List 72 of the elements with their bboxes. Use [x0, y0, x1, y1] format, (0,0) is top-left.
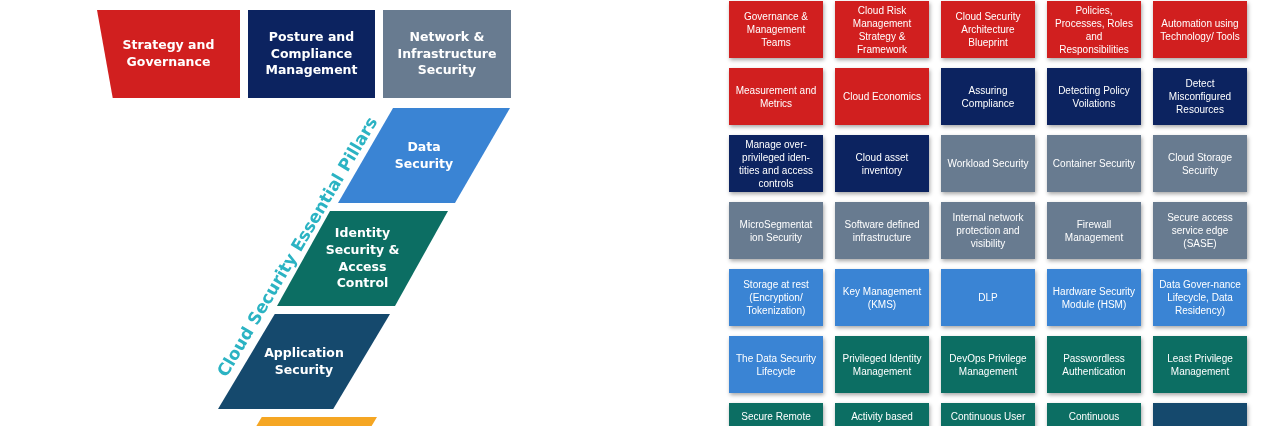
block-label: Cloud Storage Security	[1167, 150, 1233, 177]
topic-tile	[1047, 269, 1141, 326]
block-label: Internal network protection and visibility	[951, 211, 1025, 250]
topic-tile	[941, 1, 1035, 58]
block-label: DevOps Privilege Management	[948, 351, 1028, 378]
block-label: Policies, Processes, Roles and Responsibilities	[1054, 3, 1134, 56]
block-label: Secure access service edge (SASE)	[1166, 211, 1234, 250]
topic-tile	[729, 135, 823, 192]
topic-tile	[1153, 336, 1247, 393]
block-label: Firewall Management	[1063, 217, 1125, 244]
topic-tile	[835, 68, 929, 125]
topic-tile	[835, 336, 929, 393]
block-label: Data Gover-nance Lifecycle, Data Residency)	[1158, 278, 1242, 317]
topic-tile	[729, 1, 823, 58]
topic-tile	[835, 1, 929, 58]
block-label: Cloud asset inventory	[854, 150, 910, 177]
block-label: Cloud Security Architecture Blueprint	[954, 10, 1022, 49]
topic-tile	[835, 269, 929, 326]
block-label: Network & Infrastructure Security	[396, 28, 498, 80]
topic-tile	[1153, 269, 1247, 326]
topic-tile	[1047, 336, 1141, 393]
topic-tile	[1153, 135, 1247, 192]
block-label: Privileged Identity Management	[841, 351, 923, 378]
topic-tile	[941, 68, 1035, 125]
pillar-block	[248, 10, 375, 98]
block-label: Assuring Compliance	[960, 83, 1016, 110]
block-label: Application Security	[263, 344, 345, 379]
block-label: Manage over-privileged iden-tities and access controls	[738, 137, 814, 190]
topic-tile	[729, 202, 823, 259]
topic-tile	[1153, 68, 1247, 125]
block-label: Detecting Policy Voilations	[1057, 83, 1131, 110]
topic-tile	[729, 336, 823, 393]
block-label: The Data Security Lifecycle	[734, 351, 817, 378]
block-label: Data Security	[393, 138, 455, 173]
topic-tile	[1153, 202, 1247, 259]
topic-tile	[729, 269, 823, 326]
block-label: Software defined infrastructure	[843, 217, 921, 244]
topic-tile	[729, 68, 823, 125]
block-label: Container Security	[1052, 157, 1136, 170]
topic-tile	[1047, 202, 1141, 259]
block-label: Hardware Security Module (HSM)	[1051, 284, 1137, 311]
block-label: Secure Remote	[741, 410, 811, 423]
block-label: Governance & Management Teams	[743, 10, 809, 49]
block-label: Continuous	[1068, 410, 1120, 423]
block-label: Workload Security	[947, 157, 1029, 170]
block-label: Detect Misconfigured Resources	[1167, 77, 1233, 116]
block-label: Continuous User	[950, 410, 1026, 423]
topic-tile	[941, 135, 1035, 192]
block-label: MicroSegmentat ion Security	[738, 217, 814, 244]
pillar-block	[97, 10, 240, 98]
block-label: Strategy and Governance	[121, 37, 216, 71]
topic-tile	[835, 135, 929, 192]
topic-tile	[941, 269, 1035, 326]
topic-tile	[835, 202, 929, 259]
block-label: Activity based	[851, 410, 913, 423]
topic-tile	[941, 202, 1035, 259]
pillar-block	[383, 10, 511, 98]
block-label: Automation using Technology/ Tools	[1159, 16, 1241, 43]
block-label: Key Management (KMS)	[841, 284, 923, 311]
topic-tile	[1047, 135, 1141, 192]
block-label: Cloud Risk Management Strategy & Framework	[851, 3, 913, 56]
topic-tile	[1047, 1, 1141, 58]
block-label: Passwordless Authentication	[1061, 351, 1127, 378]
topic-tile	[941, 336, 1035, 393]
topic-tile	[1047, 68, 1141, 125]
block-label: Posture and Compliance Management	[264, 28, 359, 80]
block-label: Measurement and Metrics	[734, 83, 818, 110]
block-label: Storage at rest (Encryption/ Tokenization)	[742, 278, 810, 317]
topic-tile	[1153, 1, 1247, 58]
block-label: DLP	[978, 291, 998, 304]
block-label: Cloud Economics	[843, 90, 921, 103]
block-label: Least Privilege Management	[1166, 351, 1234, 378]
